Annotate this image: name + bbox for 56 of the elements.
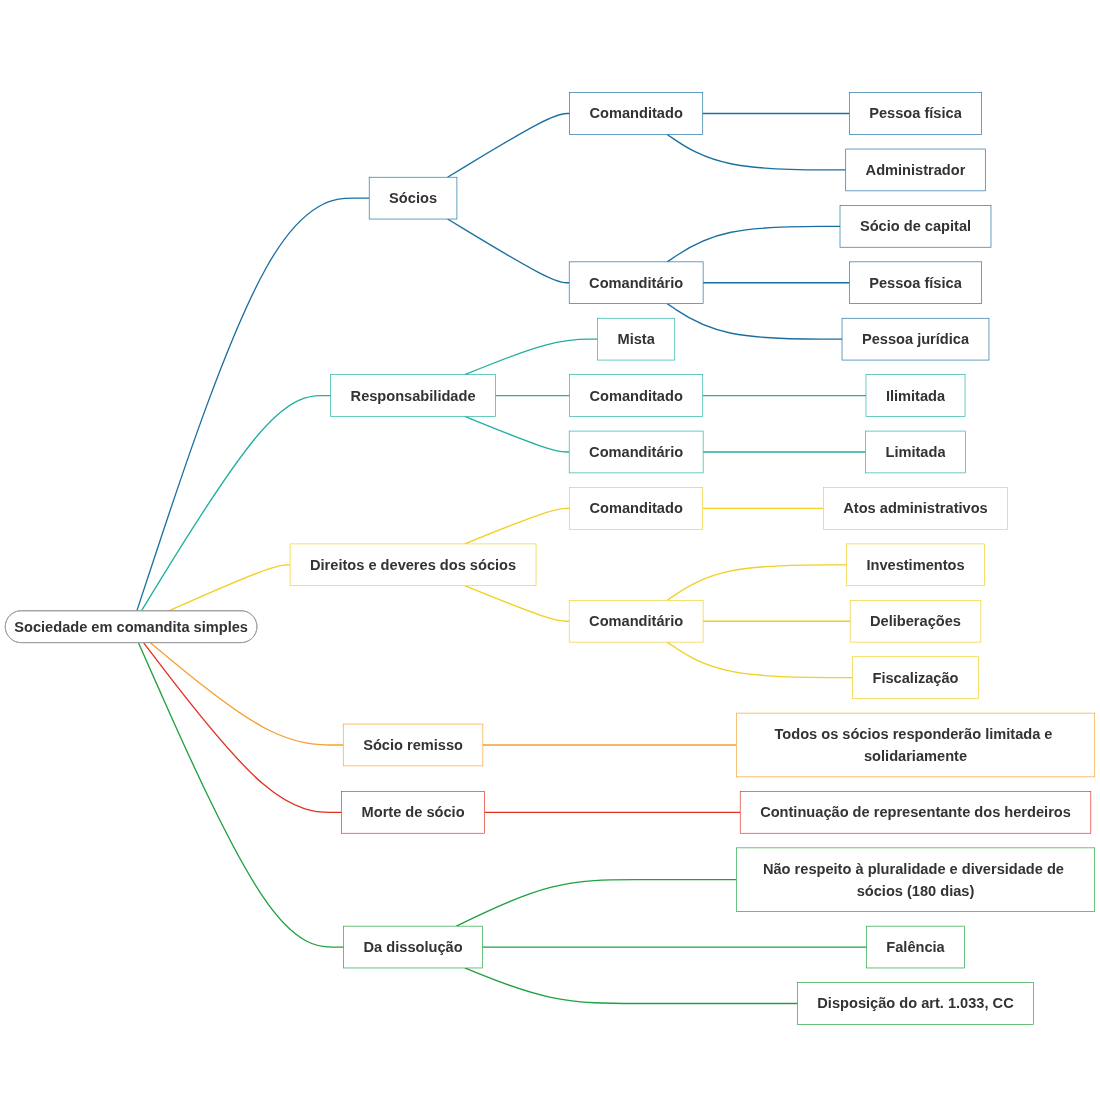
node-box: Administrador [845,148,986,192]
node-box: Todos os sócios responderão limitada e solidariamente [736,712,1095,778]
node-box: Pessoa jurídica [841,317,990,361]
node-box: Pessoa física [849,92,982,135]
connector [702,507,825,510]
connector [483,811,741,813]
connector [446,218,570,284]
connector [702,394,867,397]
node-box: Comanditário [568,430,704,474]
node-box: Responsabilidade [330,374,496,417]
node-box: Sócio de capital [839,205,992,248]
node-box: Limitada [865,430,966,474]
connector [464,338,599,376]
connector [140,394,332,612]
connector [666,564,848,601]
connector [455,879,737,927]
connector [482,744,737,746]
connector [666,641,854,679]
connector [137,642,345,948]
node-box: Comanditário [568,261,704,304]
connector [702,282,850,284]
node-box: Fiscalização [852,656,979,699]
connector [143,642,343,813]
node-box: Investimentos [846,543,985,587]
node-box: Comanditário [568,599,704,643]
connector [464,415,570,453]
connector [464,967,799,1005]
connector [702,451,867,453]
node-box: Disposição do art. 1.033, CC [797,982,1034,1025]
connector [136,197,370,612]
node-box: Ilimitada [865,374,966,417]
node-box: Continuação de representante dos herdeiros [739,791,1092,834]
connector [464,585,570,622]
node-box: Falência [866,925,965,969]
node-box: Sócio remisso [342,723,484,767]
connector [481,946,868,948]
node-box: Mista [597,317,676,361]
node-box: Deliberações [849,599,982,643]
connector [666,133,847,171]
connector [666,225,841,263]
connector [464,507,571,545]
connector [446,112,571,178]
node-box: Morte de sócio [341,791,485,834]
connector [149,642,344,746]
connector [702,620,851,622]
node-box: Comanditado [569,92,704,135]
node-box: Não respeito à pluralidade e diversidade de sócios (180 dias) [736,847,1095,912]
node-box: Da dissolução [343,925,483,969]
node-box: Comanditado [569,487,704,530]
node-box: Pessoa física [849,261,982,304]
node-box: Atos administrativos [823,487,1008,530]
node-box: Comanditado [569,374,704,417]
node-box: Direitos e deveres dos sócios [289,543,537,587]
connector [702,112,850,115]
connector [494,394,571,397]
node-box: Sócios [368,176,458,220]
